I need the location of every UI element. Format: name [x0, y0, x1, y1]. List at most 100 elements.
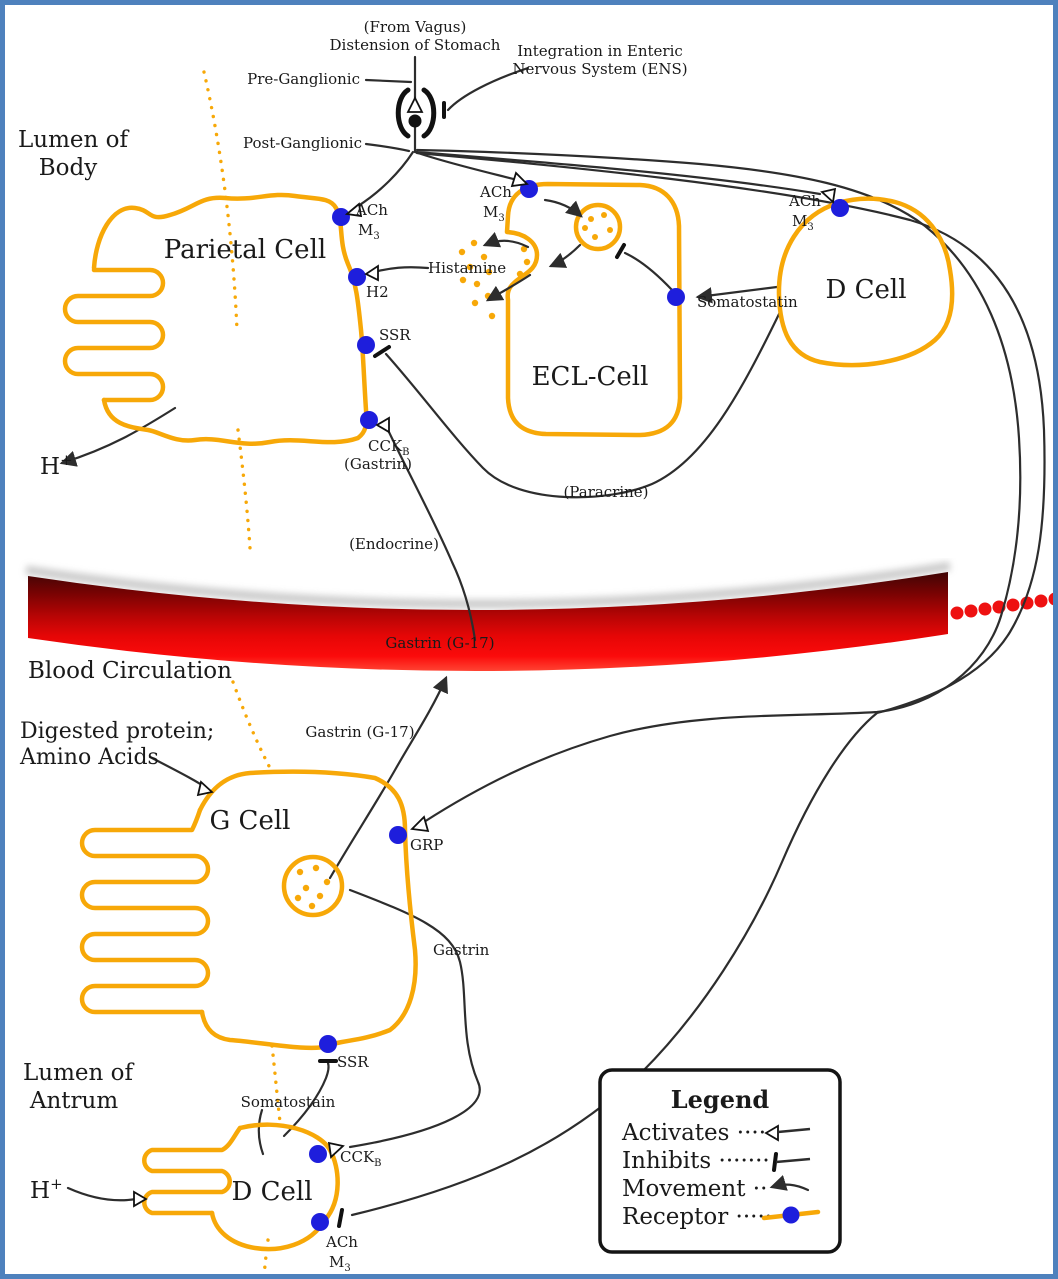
- ecl-vesicle-dots: [582, 212, 613, 240]
- blood-circulation-band: [25, 561, 1058, 672]
- legend-box: [598, 1068, 842, 1254]
- distension-label: Distension of Stomach: [330, 36, 501, 54]
- gcell-vesicle: [281, 854, 345, 918]
- ach-m3-receptor-parietal: [332, 208, 350, 226]
- activates-triangle-cckb: [375, 416, 390, 434]
- wire-histamine-to-h2: [372, 266, 430, 274]
- gastrin-g17-band-label: Gastrin (G-17): [385, 634, 494, 652]
- gcell-vesicle-dots: [294, 864, 331, 910]
- wire-hplus-body: [59, 406, 177, 467]
- receptors: [133, 171, 849, 1231]
- legend-title: Legend: [671, 1085, 770, 1114]
- paracrine-label: (Paracrine): [563, 483, 648, 501]
- parietal-cell-label: Parietal Cell: [164, 235, 326, 265]
- legend-inhibits-bar-icon: [772, 1152, 778, 1172]
- synapse-bracket-left: [395, 87, 411, 139]
- activates-triangle-h2: [364, 264, 379, 282]
- activates-triangle-digested-protein: [196, 780, 214, 797]
- ens-pointer-line: [446, 66, 530, 112]
- pre-ganglionic-label: Pre-Ganglionic: [247, 70, 360, 88]
- dcell-top-ach-label: ACh: [788, 192, 821, 210]
- histamine-granule-dots: [458, 239, 531, 320]
- legend-movement-arrow-icon: [769, 1174, 810, 1192]
- synapse-triangle: [406, 95, 424, 113]
- dcell-bottom-folds: [142, 1125, 243, 1216]
- legend: Legend Activates ···· Inhibits ······· M…: [598, 1068, 842, 1254]
- blood-band-shadow: [25, 561, 951, 609]
- from-vagus-label: (From Vagus): [364, 18, 467, 36]
- arrow-vesicle-to-pocket: [548, 243, 582, 268]
- h2-label: H2: [366, 283, 389, 301]
- vagal-synapse: [364, 55, 530, 154]
- wire-endocrine-gastrin: [386, 428, 477, 642]
- legend-item-receptor: Receptor ·····: [622, 1204, 772, 1230]
- activates-triangle-grp: [410, 815, 430, 833]
- synapse-bouton: [408, 114, 422, 128]
- hplus-antrum-label: H+: [30, 1175, 63, 1204]
- ecl-m3-label: M3: [483, 203, 505, 224]
- inhibit-bar-ecl-vesicle: [615, 243, 626, 259]
- endocrine-label: (Endocrine): [349, 535, 439, 553]
- inhibit-bar-dcell-ach: [337, 1208, 344, 1228]
- lumen-body-label-line1: Lumen of: [18, 127, 129, 153]
- wire-dcell-somatostain-to-ssr: [282, 1061, 330, 1138]
- wire-post-to-dcell-ach: [414, 150, 822, 196]
- ecl-cell-membrane: [504, 181, 683, 438]
- ens-label-line2: Nervous System (ENS): [512, 60, 687, 78]
- dcell-bottom-m3-label: M3: [329, 1253, 351, 1274]
- ach-m3-receptor-dcell-top: [831, 199, 849, 217]
- digested-protein-label-line2: Amino Acids: [19, 745, 159, 770]
- lumen-body-label-line2: Body: [39, 155, 97, 181]
- post-ganglionic-pointer-line: [364, 142, 411, 153]
- parietal-cell-membrane: [91, 192, 369, 446]
- dcell-bottom-ach-label: ACh: [325, 1233, 358, 1251]
- hplus-body-label: H+: [40, 451, 73, 480]
- pre-ganglionic-pointer-line: [364, 78, 413, 84]
- legend-activates-line: [777, 1127, 811, 1134]
- parietal-canaliculi-folds: [62, 267, 166, 403]
- wire-post-to-ecl-ach: [413, 150, 523, 183]
- ecl-ach-label: ACh: [479, 183, 512, 201]
- legend-receptor-dot-icon: [782, 1206, 800, 1224]
- wire-vagus-to-grp: [415, 148, 1022, 824]
- parietal-cckb-label: CCKB: [368, 437, 410, 458]
- legend-inhibits-line: [775, 1157, 811, 1164]
- ssr-receptor-parietal: [357, 336, 375, 354]
- blood-circulation-label: Blood Circulation: [28, 658, 232, 684]
- grp-label: GRP: [410, 836, 443, 854]
- somatostain-label: Somatostain: [241, 1093, 336, 1111]
- arrow-histamine-release-upper: [482, 231, 530, 249]
- wire-somatostain-stub: [257, 1108, 265, 1156]
- dcell-cckb-label: CCKB: [340, 1148, 382, 1169]
- dcell-top-membrane: [776, 196, 955, 368]
- dcell-top-m3-label: M3: [792, 212, 814, 233]
- somatostatin-receptor-ecl: [667, 288, 685, 306]
- parietal-m3-label: M3: [358, 221, 380, 242]
- legend-item-inhibits: Inhibits ·······: [622, 1148, 770, 1174]
- wire-vagus-to-dcell-bottom-ach: [350, 151, 1046, 1217]
- cckb-receptor-dcell-bottom: [309, 1145, 327, 1163]
- ecl-cell-label: ECL-Cell: [532, 362, 649, 392]
- blood-band: [28, 572, 948, 672]
- lumen-antrum-label-line2: Antrum: [29, 1088, 118, 1114]
- gcell-membrane: [197, 769, 418, 1051]
- legend-item-activates: Activates ····: [621, 1120, 766, 1146]
- histamine-label: Histamine: [428, 259, 506, 277]
- activates-triangle-ecl-ach: [510, 171, 529, 188]
- inhibit-bar-parietal-ssr: [373, 345, 391, 358]
- parietal-gastrin-paren-label: (Gastrin): [344, 455, 412, 473]
- wire-somatostatin-to-vesicle: [623, 251, 674, 292]
- synapse-bracket-right: [421, 87, 437, 139]
- wire-gastrin-to-cckb: [348, 888, 481, 1149]
- wire-post-to-parietal-ach: [356, 150, 415, 208]
- parietal-ssr-label: SSR: [379, 326, 411, 344]
- ens-label-line1: Integration in Enteric: [517, 42, 683, 60]
- wire-gcell-gastrin-to-blood: [328, 675, 448, 880]
- ach-m3-receptor-dcell-bottom: [311, 1213, 329, 1231]
- activates-triangle-dcell-ach: [820, 187, 837, 204]
- neural-and-hormonal-wires: [59, 148, 1046, 1228]
- dcell-bottom-label: D Cell: [231, 1177, 312, 1207]
